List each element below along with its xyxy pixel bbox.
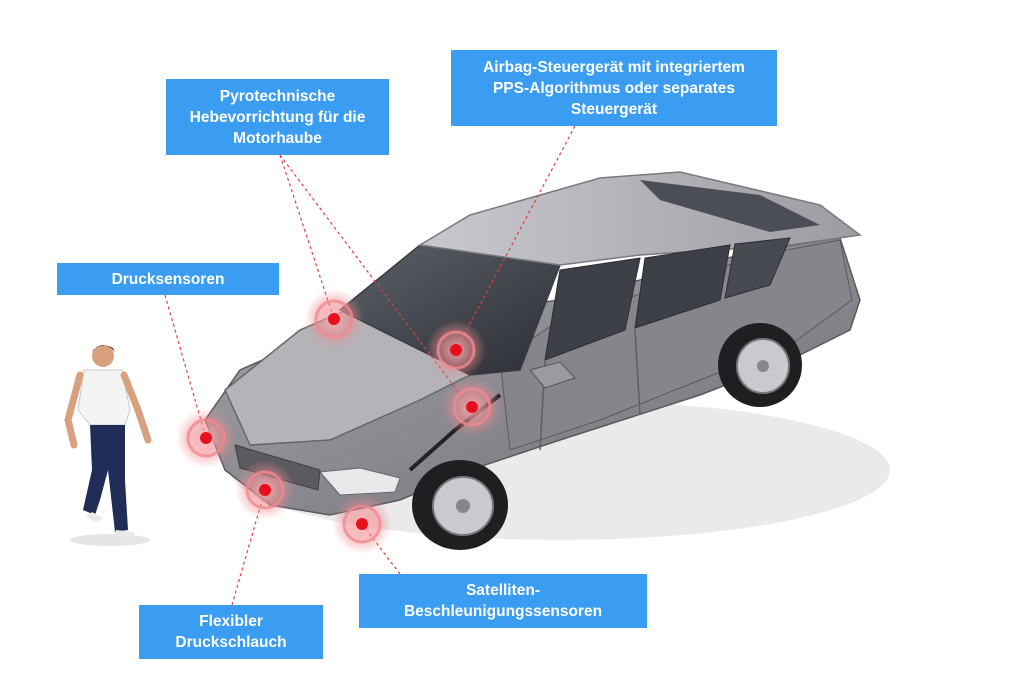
rear-wheel bbox=[718, 323, 802, 407]
label-line: Steuergerät bbox=[570, 100, 658, 118]
label-line: Flexibler bbox=[199, 613, 263, 630]
label-airbag-control-unit: Airbag-Steuergerät mit integriertem PPS-… bbox=[451, 50, 777, 126]
label-satellite-acceleration-sensors: Satelliten- Beschleunigungssensoren bbox=[359, 574, 647, 628]
label-line: Beschleunigungssensoren bbox=[403, 603, 603, 620]
label-pressure-sensors: Drucksensoren bbox=[57, 263, 279, 295]
label-line: Hebevorrichtung für die bbox=[189, 108, 366, 126]
sensor-target-icon bbox=[304, 289, 364, 349]
label-line: Druckschlauch bbox=[175, 634, 287, 651]
label-pyrotechnic-hood-lifter: Pyrotechnische Hebevorrichtung für die M… bbox=[166, 79, 389, 155]
leader-line-sat bbox=[361, 523, 401, 575]
sensor-target-icon bbox=[235, 460, 295, 520]
label-line: Drucksensoren bbox=[111, 270, 225, 288]
sensor-target-icon bbox=[442, 377, 502, 437]
label-line: Motorhaube bbox=[233, 129, 322, 147]
leader-line-druck bbox=[164, 294, 207, 439]
front-wheel bbox=[412, 460, 508, 550]
label-line: Satelliten- bbox=[465, 582, 541, 599]
label-line: Airbag-Steuergerät mit integriertem bbox=[483, 58, 745, 76]
leader-line-pyro-1 bbox=[279, 154, 335, 320]
sensor-target-icon bbox=[426, 320, 486, 380]
pedestrian-illustration bbox=[64, 345, 152, 546]
car-illustration bbox=[204, 171, 890, 550]
sensor-markers bbox=[176, 289, 502, 554]
leader-line-airbag bbox=[455, 125, 576, 351]
sensor-target-icon bbox=[332, 494, 392, 554]
label-line: PPS-Algorithmus oder separates bbox=[492, 79, 736, 97]
sensor-target-icon bbox=[176, 408, 236, 468]
label-line: Pyrotechnische bbox=[219, 87, 336, 105]
leader-line-flex bbox=[231, 489, 266, 606]
label-flexible-pressure-hose: Flexibler Druckschlauch bbox=[139, 605, 323, 659]
